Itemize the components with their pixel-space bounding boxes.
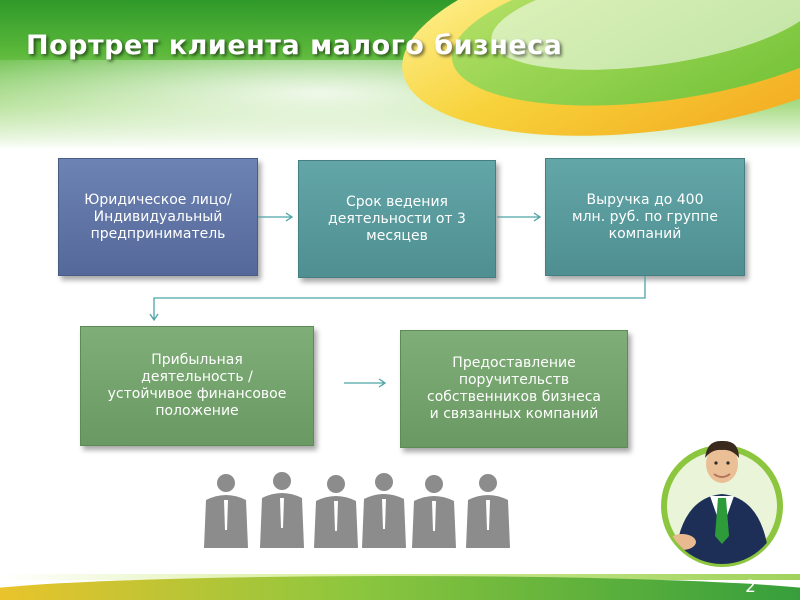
revenue-limit-box: Выручка до 400 млн. руб. по группе компа… <box>545 158 745 276</box>
guarantees-box: Предоставление поручительств собственник… <box>400 330 628 448</box>
business-duration-box: Срок ведения деятельности от 3 месяцев <box>298 160 496 278</box>
arrow-3-to-4 <box>149 276 646 322</box>
page-number: 2 <box>745 577 756 597</box>
arrow-4-to-5 <box>344 378 387 388</box>
business-crowd-icon <box>204 472 510 548</box>
profitability-box: Прибыльная деятельность / устойчивое фин… <box>80 326 314 446</box>
legal-entity-box: Юридическое лицо/ Индивидуальный предпри… <box>58 158 258 276</box>
businessman-portrait-icon <box>661 440 783 567</box>
arrow-1-to-2 <box>258 212 294 222</box>
slide-title: Портрет клиента малого бизнеса <box>26 30 563 61</box>
footer-band <box>0 560 800 600</box>
footer-gradient <box>0 576 800 600</box>
arrow-2-to-3 <box>497 212 542 222</box>
